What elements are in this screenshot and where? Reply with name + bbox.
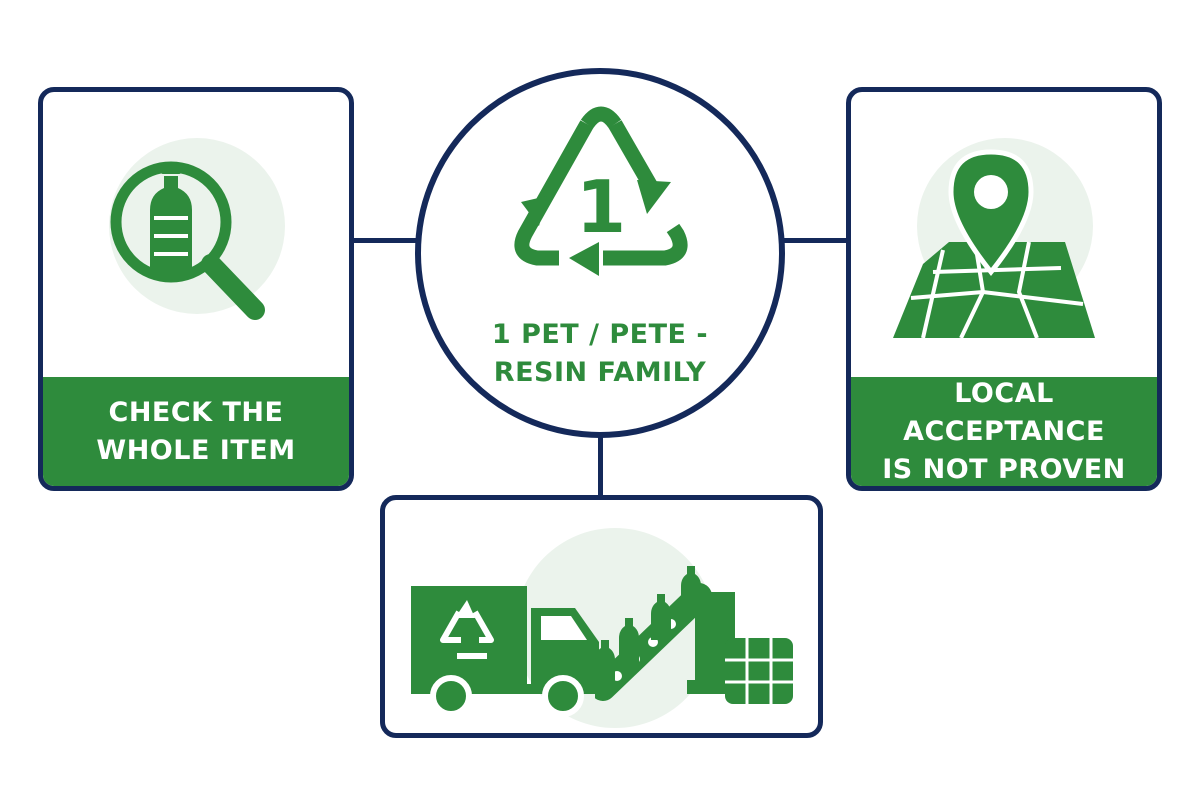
recycling-triangle-icon: 1 — [514, 106, 688, 276]
magnifier-bottle-icon — [110, 161, 265, 320]
hub-title: 1 PET / PETE - RESIN FAMILY — [491, 319, 709, 388]
recycling-truck-icon — [411, 586, 599, 717]
icon-halo — [109, 138, 285, 314]
card-collection-processing — [380, 495, 823, 738]
resin-code-number: 1 — [576, 165, 626, 249]
connector-bottom — [598, 436, 603, 496]
card-local-acceptance: LOCAL ACCEPTANCE IS NOT PROVEN — [846, 87, 1162, 491]
card-label: LOCAL ACCEPTANCE IS NOT PROVEN — [882, 377, 1126, 485]
map-pin-icon — [893, 149, 1095, 339]
card-check-whole-item: CHECK THE WHOLE ITEM — [38, 87, 354, 491]
card-label: CHECK THE WHOLE ITEM — [96, 396, 296, 466]
card-label-band: LOCAL ACCEPTANCE IS NOT PROVEN — [851, 377, 1157, 486]
card-label-band: CHECK THE WHOLE ITEM — [43, 377, 349, 486]
connector-left — [354, 238, 416, 243]
resin-hub-circle: 1 1 PET / PETE - RESIN FAMILY — [415, 68, 785, 438]
connector-right — [784, 238, 846, 243]
bale-icon — [725, 638, 793, 704]
